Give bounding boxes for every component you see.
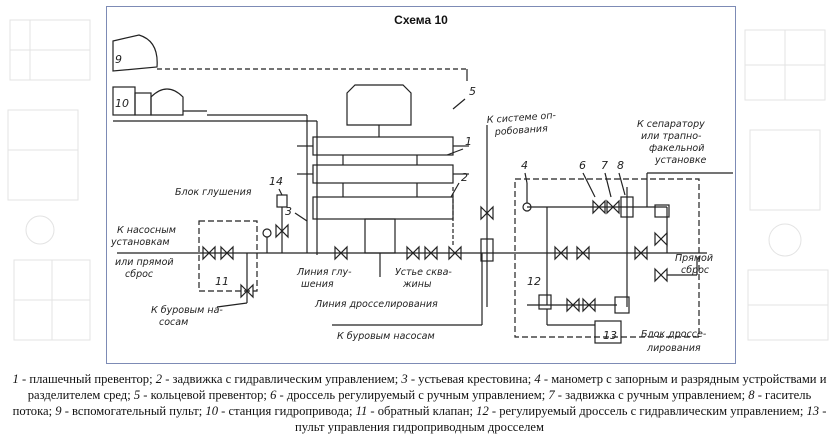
label-separator-1: К сепаратору (637, 119, 705, 130)
legend-text: - пульт управления гидроприводным дроссе… (295, 404, 827, 434)
callout-6: 6 (579, 159, 586, 172)
callout-14: 14 (269, 175, 283, 188)
ram-preventer-symbol (297, 136, 469, 220)
hydraulic-station-symbol (112, 86, 207, 116)
callout-4: 4 (521, 159, 528, 172)
legend-number: 12 (476, 404, 489, 418)
legend-number: 7 (548, 388, 555, 402)
gate-valve-symbol (202, 245, 216, 261)
callout-13: 13 (603, 329, 617, 342)
label-drill-pumps-left-2: сосам (159, 317, 188, 328)
callout-9: 9 (115, 53, 122, 66)
legend-text: - вспомогательный пульт; (61, 404, 206, 418)
legend-text: - дроссель регулируемый с ручным управле… (276, 388, 549, 402)
callout-3: 3 (285, 205, 292, 218)
legend-number: 4 (534, 372, 541, 386)
label-drill-pumps-left-1: К буровым на- (151, 305, 223, 316)
legend-number: 6 (270, 388, 277, 402)
legend-number: 11 (355, 404, 368, 418)
legend-text: - плашечный превентор; (18, 372, 156, 386)
manual-choke-symbol (592, 199, 606, 215)
legend-number: 10 (205, 404, 218, 418)
legend-text: - станция гидропривода; (217, 404, 356, 418)
choke-control-console-symbol (594, 320, 622, 344)
legend-number: 3 (401, 372, 408, 386)
callout-10: 10 (115, 97, 129, 110)
label-kill-line-2: шения (301, 279, 334, 290)
callout-11: 11 (215, 275, 229, 288)
flow-dampener-symbol (620, 196, 634, 218)
callout-12: 12 (527, 275, 541, 288)
hydraulic-choke-symbol (538, 294, 552, 310)
callout-2: 2 (461, 171, 468, 184)
legend-text: - кольцевой превентор; (140, 388, 271, 402)
label-separator-4: установке (654, 155, 707, 166)
check-valve-symbol (240, 283, 254, 299)
legend-caption: 1 - плашечный превентор; 2 - задвижка с … (8, 371, 831, 435)
label-kill-line-1: Линия глу- (296, 267, 352, 278)
legend-text: - обратный клапан; (367, 404, 477, 418)
legend-number: 5 (133, 388, 141, 402)
manual-gate-valve-symbol (606, 199, 620, 215)
label-wellhead-1: Устье сква- (395, 267, 452, 278)
label-choke-line: Линия дросселирования (314, 299, 438, 310)
label-separator-2: или трапно- (641, 131, 702, 142)
callout-7: 7 (601, 159, 608, 172)
annular-preventer-symbol (346, 84, 412, 126)
label-wellhead-2: жины (402, 279, 432, 290)
legend-number: 9 (55, 404, 62, 418)
legend-number: 13 (806, 404, 820, 418)
legend-text: - устьевая крестовина; (407, 372, 535, 386)
scheme-title: Схема 10 (394, 13, 448, 27)
label-degassing-2: робования (493, 123, 548, 138)
callout-1: 1 (465, 135, 472, 148)
label-direct-discharge-1: Прямой (675, 253, 713, 264)
callout-8: 8 (617, 159, 624, 172)
label-drill-pumps-bottom: К буровым насосам (337, 331, 435, 342)
legend-text: - манометр с запорным и разрядным устрой… (27, 372, 827, 402)
label-pumps-line-2: установкам (110, 237, 170, 248)
legend-number: 8 (748, 388, 755, 402)
legend-number: 2 (155, 372, 163, 386)
label-kill-block: Блок глушения (175, 187, 252, 198)
callout-5: 5 (469, 85, 476, 98)
label-separator-3: факельной (649, 143, 704, 154)
legend-text: - регулируемый дроссель с гидравлическим… (488, 404, 807, 418)
label-degassing-1: К системе оп- (486, 110, 556, 126)
label-choke-block-1: Блок дроссе- (641, 329, 707, 340)
wellhead-cross-symbol (364, 218, 396, 254)
label-choke-block-2: лирования (646, 343, 701, 354)
label-direct-discharge-2: сброс (681, 265, 710, 276)
piping-schematic: 9 10 5 1 2 3 14 11 4 6 7 8 12 13 К насос… (110, 34, 733, 354)
label-pumps-line-3: или прямой (115, 257, 174, 268)
scheme-diagram: Схема 10 (106, 6, 736, 364)
auxiliary-console-symbol (112, 34, 158, 72)
label-pumps-line-1: К насосным (117, 225, 176, 236)
legend-text: - задвижка с гидравлическим управлением; (162, 372, 402, 386)
legend-text: - гаситель потока; (12, 388, 812, 418)
legend-number: 1 (12, 372, 19, 386)
kill-block (198, 220, 258, 292)
legend-text: - задвижка с ручным управлением; (554, 388, 749, 402)
label-pumps-line-4: сброс (125, 269, 154, 280)
